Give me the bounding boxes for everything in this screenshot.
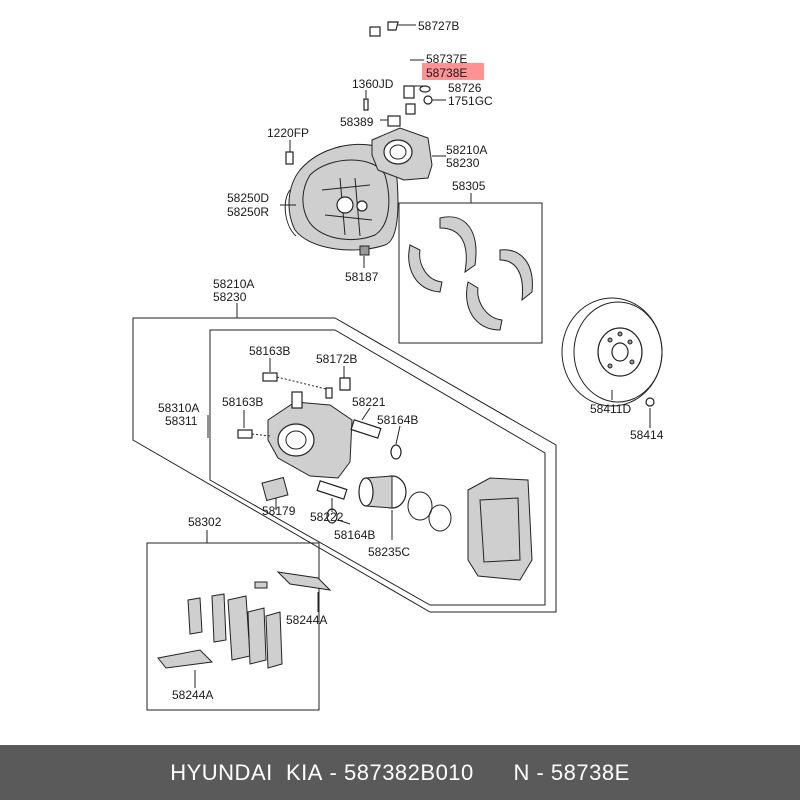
label-58305: 58305 <box>452 179 486 193</box>
label-58389: 58389 <box>340 115 374 129</box>
piston-58235C <box>358 475 407 509</box>
label-58230-mid: 58230 <box>213 290 247 304</box>
label-58235C: 58235C <box>368 545 410 559</box>
caliper-body <box>267 391 353 479</box>
label-58411D: 58411D <box>590 402 631 416</box>
part-number-footer: HYUNDAI KIA - 587382B010 N - 58738E <box>0 745 800 800</box>
caliper-bracket <box>467 477 533 581</box>
separator: - <box>322 759 344 785</box>
caliper-kit-box <box>132 317 557 613</box>
label-1360JD: 1360JD <box>352 77 394 91</box>
label-58250D: 58250D <box>227 191 269 205</box>
label-58310A: 58310A <box>158 401 199 415</box>
bolt-1360JD <box>363 98 369 111</box>
brake-hose <box>369 26 416 115</box>
guide-pin-58222 <box>316 480 348 500</box>
piston-seal <box>407 491 452 532</box>
bolt-58163B-lower <box>237 429 271 439</box>
label-58311: 58311 <box>165 414 198 428</box>
label-58163B-lower: 58163B <box>222 395 263 409</box>
rotor-screw-58414 <box>645 397 655 407</box>
label-58164B-lower: 58164B <box>334 528 375 542</box>
guide-pin-58221 <box>350 419 382 439</box>
brake-pads <box>187 593 283 669</box>
label-58250R: 58250R <box>227 205 269 219</box>
leader-lines <box>194 24 651 688</box>
label-58210A-mid: 58210A <box>213 277 254 291</box>
bolt-58163B-upper <box>262 372 331 391</box>
pad-clip-lower <box>157 649 214 669</box>
label-58221: 58221 <box>352 395 386 409</box>
label-58163B-upper: 58163B <box>249 344 290 358</box>
brand-text: HYUNDAI KIA <box>170 759 323 785</box>
label-1751GC: 1751GC <box>448 94 493 108</box>
label-58727B: 58727B <box>418 19 459 33</box>
caliper-subkit-box <box>209 329 546 606</box>
hose-clip <box>387 21 399 31</box>
sleeve-58179 <box>261 476 289 502</box>
label-58230-top: 58230 <box>446 156 480 170</box>
caliper-assembly-top <box>371 115 433 181</box>
boot-58164B-upper <box>390 444 402 460</box>
rear-brake-exploded-diagram: 58727B 58737E 58738E 58726 1751GC 1360JD… <box>132 19 664 711</box>
bolt-1220FP <box>285 151 294 165</box>
pad-kit-box <box>146 542 320 711</box>
pad-clip-upper <box>254 571 332 591</box>
label-1220FP: 1220FP <box>267 126 309 140</box>
plug-58187 <box>359 245 370 256</box>
label-58726: 58726 <box>448 81 482 95</box>
label-58738E: 58738E <box>426 66 467 80</box>
bleeder-58172B <box>325 377 351 399</box>
label-58222: 58222 <box>310 510 344 524</box>
label-58172B: 58172B <box>316 352 357 366</box>
label-58244A-upper: 58244A <box>286 613 327 627</box>
label-58210A-top: 58210A <box>446 143 487 157</box>
label-58302: 58302 <box>188 515 222 529</box>
reference-number: N - 58738E <box>513 759 630 785</box>
part-labels: 58727B 58737E 58738E 58726 1751GC 1360JD… <box>158 19 664 702</box>
parking-brake-shoes <box>408 216 533 331</box>
gap <box>474 760 514 786</box>
brake-rotor <box>561 297 663 407</box>
part-number: 587382B010 <box>343 759 474 785</box>
label-58164B-upper: 58164B <box>377 413 418 427</box>
label-58414: 58414 <box>630 428 664 442</box>
label-58737E: 58737E <box>426 52 467 66</box>
washer-1751GC <box>423 95 433 105</box>
hose-bolt-58726 <box>419 85 431 93</box>
highlight-58738E <box>422 63 484 80</box>
label-58244A-lower: 58244A <box>172 688 213 702</box>
label-58179: 58179 <box>262 504 296 518</box>
backing-plate <box>284 143 399 251</box>
label-58187: 58187 <box>345 270 379 284</box>
